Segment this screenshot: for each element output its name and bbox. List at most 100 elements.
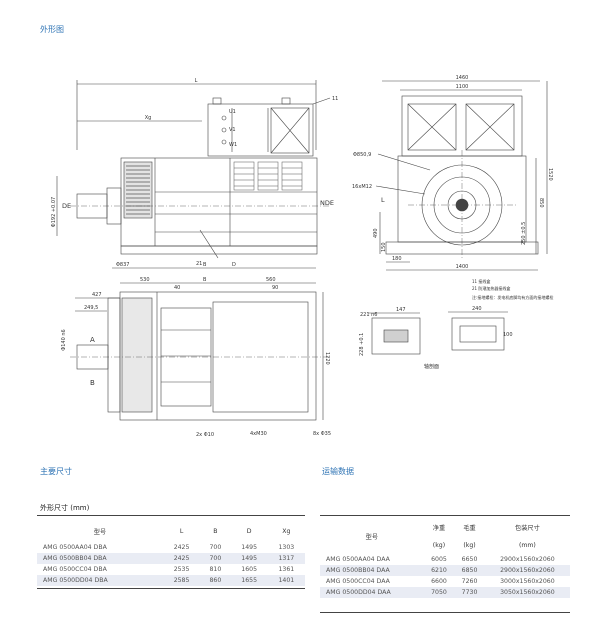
dim-1100: 1100 bbox=[456, 84, 469, 90]
col-B: B bbox=[213, 527, 218, 535]
note-1: 11 接线盒 bbox=[472, 278, 490, 284]
cell-model: AMG 0500CC04 DAA bbox=[326, 578, 390, 585]
table-row: AMG 0500BB04 DAA 6210 6850 2900x1560x206… bbox=[320, 565, 570, 576]
cell-L: 2585 bbox=[162, 575, 201, 586]
cell-model: AMG 0500CC04 DBA bbox=[43, 566, 107, 573]
table-row: AMG 0500CC04 DBA 2535 810 1605 1361 bbox=[37, 564, 305, 575]
cell-Xg: 1401 bbox=[267, 575, 305, 586]
col-D: D bbox=[246, 527, 252, 535]
dim-850-9: Φ850,9 bbox=[353, 152, 371, 158]
callout-holes-3: 8x Φ35 bbox=[313, 431, 331, 437]
col-L: L bbox=[179, 527, 184, 535]
dim-B-side: B bbox=[203, 262, 207, 268]
cell-gross: 7260 bbox=[461, 578, 478, 585]
drawing-notes: 11 接线盒 21 防潮加热器接线盒 注:接地螺栓：发电机底脚均有方面的接地螺栓 bbox=[472, 278, 553, 300]
end-view: 1460 1100 Φ850,9 16xM12 1520 850 250 ±0.… bbox=[352, 75, 553, 271]
dim-L: L bbox=[195, 78, 198, 84]
key-section-label: 轴剖面 bbox=[424, 363, 439, 370]
table-units-row: (kg) (kg) (mm) bbox=[320, 537, 570, 554]
terminal-w1: W1 bbox=[229, 142, 237, 148]
cell-model: AMG 0500BB04 DAA bbox=[320, 565, 424, 576]
note-2: 21 防潮加热器接线盒 bbox=[472, 285, 510, 291]
cell-net: 6210 bbox=[423, 565, 455, 576]
dims-table-rule bbox=[37, 515, 305, 516]
col-gross-weight: 毛重 bbox=[463, 525, 476, 533]
dim-D-side: D bbox=[232, 262, 236, 268]
cell-gross: 6850 bbox=[454, 565, 485, 576]
cell-B: 860 bbox=[200, 575, 231, 586]
cell-D: 1655 bbox=[230, 575, 268, 586]
table-header-row: 型号 L B D Xg bbox=[37, 520, 305, 542]
dim-1520: 1520 bbox=[547, 168, 553, 181]
cell-size: 3000x1560x2060 bbox=[500, 578, 555, 585]
terminal-box bbox=[207, 103, 314, 157]
table-row: AMG 0500DD04 DBA 2585 860 1655 1401 bbox=[37, 575, 305, 586]
dim-850: 850 bbox=[538, 198, 544, 208]
transport-table-bottom-rule bbox=[320, 612, 570, 613]
side-view: L Xg U1 V1 W1 11 bbox=[51, 78, 338, 269]
note-3: 注:接地螺栓：发电机底脚均有方面的接地螺栓 bbox=[472, 294, 553, 300]
dim-shaft-diameter: Φ192 +0.07 bbox=[51, 197, 57, 227]
col-net-weight: 净重 bbox=[432, 525, 446, 533]
dims-table-bottom-rule bbox=[37, 588, 305, 589]
cell-model: AMG 0500DD04 DBA bbox=[37, 575, 163, 586]
dim-240: 240 bbox=[472, 306, 482, 312]
dim-249-5: 249,5 bbox=[84, 305, 98, 311]
terminal-v1: V1 bbox=[229, 127, 236, 133]
label-L-end: L bbox=[381, 196, 385, 204]
callout-21: 21 bbox=[196, 261, 202, 267]
unit-gross: (kg) bbox=[463, 542, 476, 550]
cell-D: 1495 bbox=[241, 544, 258, 551]
dim-530: 530 bbox=[140, 277, 150, 283]
transport-table-rule bbox=[320, 515, 570, 516]
dim-837: Φ837 bbox=[116, 262, 129, 268]
cell-gross: 6650 bbox=[461, 556, 478, 563]
dim-100: 100 bbox=[503, 332, 513, 338]
end-terminal-box bbox=[401, 95, 523, 157]
dim-490: 490 bbox=[373, 228, 379, 238]
dim-147: 147 bbox=[396, 307, 406, 313]
dim-180: 180 bbox=[392, 256, 402, 262]
section-A: A bbox=[90, 336, 95, 344]
callout-holes-2: 4xM30 bbox=[250, 431, 267, 437]
cell-size: 2900x1560x2060 bbox=[500, 556, 555, 563]
cell-model: AMG 0500BB04 DBA bbox=[37, 553, 163, 564]
plan-view: 530 560 B 427 249,5 40 90 Φ140 n6 A B 12… bbox=[61, 277, 331, 438]
unit-size: (mm) bbox=[518, 542, 536, 550]
callout-holes-1: 2x Φ10 bbox=[196, 432, 214, 438]
cell-D: 1605 bbox=[241, 566, 258, 573]
dim-90: 90 bbox=[272, 285, 278, 291]
table-row: AMG 0500CC04 DAA 6600 7260 3000x1560x206… bbox=[320, 576, 570, 587]
dim-Xg: Xg bbox=[145, 115, 152, 121]
cell-model: AMG 0500AA04 DBA bbox=[43, 544, 107, 551]
dim-427: 427 bbox=[92, 292, 102, 298]
dim-228: 228 +0.1 bbox=[359, 333, 365, 356]
table-row: AMG 0500DD04 DAA 7050 7730 3050x1560x206… bbox=[320, 587, 570, 598]
shaft-key-detail: 221 n6 147 228 +0.1 轴剖面 240 100 bbox=[359, 306, 513, 370]
outline-drawing-title: 外形图 bbox=[40, 25, 64, 34]
dim-1460: 1460 bbox=[456, 75, 469, 81]
unit-net: (kg) bbox=[432, 542, 446, 550]
col-model: 型号 bbox=[93, 528, 107, 536]
label-de: DE bbox=[62, 202, 71, 210]
cell-Xg: 1361 bbox=[278, 566, 295, 573]
main-dimensions-title: 主要尺寸 bbox=[40, 467, 72, 476]
dim-221: 221 n6 bbox=[360, 312, 377, 318]
label-nde: NDE bbox=[320, 199, 334, 207]
dim-B-plan: B bbox=[203, 277, 207, 283]
col-Xg: Xg bbox=[282, 527, 291, 535]
cell-D: 1495 bbox=[230, 553, 268, 564]
cell-B: 810 bbox=[209, 566, 222, 573]
table-row: AMG 0500AA04 DAA 6005 6650 2900x1560x206… bbox=[320, 554, 570, 565]
cell-B: 700 bbox=[209, 544, 222, 551]
dim-40: 40 bbox=[174, 285, 180, 291]
cell-Xg: 1317 bbox=[267, 553, 305, 564]
cell-size: 3050x1560x2060 bbox=[484, 587, 570, 598]
callout-11: 11 bbox=[332, 96, 338, 102]
dim-150: 150 bbox=[381, 242, 387, 252]
cell-net: 6005 bbox=[431, 556, 447, 563]
table-header-row: 型号 净重 毛重 包装尺寸 bbox=[320, 518, 570, 540]
cell-Xg: 1303 bbox=[278, 544, 295, 551]
section-B: B bbox=[90, 379, 95, 387]
dim-m12: 16xM12 bbox=[352, 184, 372, 190]
